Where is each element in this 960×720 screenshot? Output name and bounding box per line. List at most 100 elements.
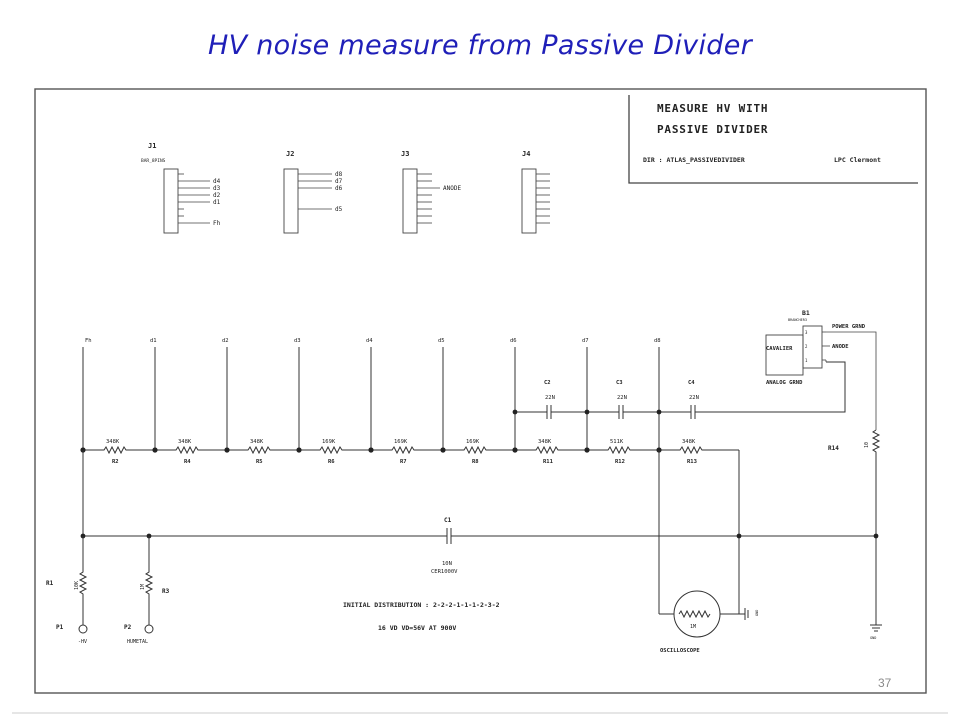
tap-labels: Fh d1 d2 d3 d4 d5 d6 d7 d8 [85,338,661,344]
title-block-line2: PASSIVE DIVIDER [657,123,768,136]
label-connectors-j1-ref: J1 [148,142,156,150]
label-taps-0: Fh [85,338,92,344]
schematic-circle [440,447,446,453]
schematic-path [826,331,877,430]
schematic-path [587,445,659,455]
schematic-circle [296,447,302,453]
schematic-path [144,536,154,625]
label-taps-2: d2 [222,338,229,344]
label-connectors-j2-labels-0: d8 [335,171,343,178]
schematic-path [628,95,918,184]
brancher-b1: B1 BRANCHER3 3 2 1 CAVALIER POWER GRND A… [765,309,877,430]
label-resistors-7-ref: R12 [615,459,625,465]
label-c1-type: CER1000V [431,569,458,575]
page-number: 37 [878,676,892,690]
label-connectors-j2-ref: J2 [286,150,294,158]
label-connectors-j1-part: BAR_8PINS [141,158,166,164]
slide-title: HV noise measure from Passive Divider [207,30,753,61]
connector-j1: J1 BAR_8PINS d4 d3 d2 d1 Fh [141,142,221,234]
label-capacitors-0-ref: C2 [544,380,551,386]
schematic-circle [224,447,230,453]
schematic-circle [152,447,158,453]
label-resistors-2-value: 348K [250,439,264,445]
label-connectors-j1-labels-3: d1 [213,199,221,206]
schematic-path [678,609,711,619]
label-r3-ref: R3 [162,588,170,595]
label-taps-8: d8 [654,338,661,344]
schematic-circle [584,447,590,453]
schematic-g [178,173,210,224]
title-block-dir: DIR : ATLAS_PASSIVEDIVIDER [643,156,745,164]
label-taps-1: d1 [150,338,157,344]
capacitor-bank [515,361,846,419]
capacitor-labels: C2 22N C3 22N C4 22N [544,380,699,401]
label-connectors-j1-labels-4: Fh [213,220,221,227]
schematic-g [536,173,550,224]
title-block-lab: LPC Clermont [834,156,881,164]
label-taps-4: d4 [366,338,373,344]
label-r3-value: 1M [140,584,146,590]
title-block-line1: MEASURE HV WITH [657,102,768,115]
label-connectors-j1-labels-0: d4 [213,178,221,185]
label-r14-ref: R14 [828,445,839,452]
schematic-path [299,445,371,455]
schematic-path [83,445,155,455]
schematic-frame [34,88,927,694]
label-b1-ref: B1 [802,309,810,317]
label-capacitors-1-value: 22N [617,395,627,401]
resistor-r3 [144,536,154,634]
label-connectors-j1-labels-1: d3 [213,185,221,192]
rail-junctions [80,447,662,453]
label-taps-6: d6 [510,338,517,344]
label-p1-label: -HV [78,639,87,645]
tap-lines [82,347,660,450]
footer-divider [12,712,948,714]
schematic-path [659,445,739,455]
schematic-circle [873,533,879,539]
label-capacitors-1-ref: C3 [616,380,623,386]
schematic-rect [283,168,299,234]
resistor-ref: R2 [112,459,119,465]
label-taps-3: d3 [294,338,301,344]
label-gnd_label: GND [755,610,759,616]
label-b1-cavalier: CAVALIER [766,346,793,352]
schematic-path [871,429,881,536]
oscilloscope [658,450,749,638]
connector-j3: J3 ANODE [401,150,461,234]
label-capacitors-2-value: 22N [689,395,699,401]
schematic-path [371,445,443,455]
label-b1-pins-1: 2 [805,344,808,349]
schematic-circle [368,447,374,453]
connector-j4: J4 [521,150,550,234]
label-c1-ref: C1 [444,517,452,524]
resistor-r14 [871,429,881,536]
label-resistors-6-ref: R11 [543,459,554,465]
label-r1-ref: R1 [46,580,54,587]
schematic-g [822,331,877,430]
resistor-r1 [78,536,88,634]
label-b1-analog_gnd: ANALOG GRND [766,380,803,386]
label-resistors-7-value: 511K [610,439,624,445]
schematic-g [298,173,332,210]
label-resistors-4-ref: R7 [400,459,407,465]
label-resistors-4-value: 169K [394,439,408,445]
label-resistors-1-ref: R4 [184,459,191,465]
label-resistors-8-ref: R13 [687,459,697,465]
label-resistors-3-ref: R6 [328,459,335,465]
label-resistors-2-ref: R5 [256,459,263,465]
label-connectors-j3-ref: J3 [401,150,409,158]
schematic-circle [144,624,154,634]
label-taps-5: d5 [438,338,445,344]
schematic-path [155,445,227,455]
schematic-rect [402,168,418,234]
schematic-g [512,409,662,415]
label-b1-sub: BRANCHER3 [788,318,807,322]
label-resistors-3-value: 169K [322,439,336,445]
connector-j2: J2 d8 d7 d6 d5 [283,150,343,234]
label-connectors-j2-labels-2: d6 [335,185,343,192]
label-connectors-j2-labels-1: d7 [335,178,343,185]
label-capacitors-0-value: 22N [545,395,555,401]
label-connectors-j1-labels-2: d2 [213,192,221,199]
label-c1-value: 10N [442,561,452,567]
